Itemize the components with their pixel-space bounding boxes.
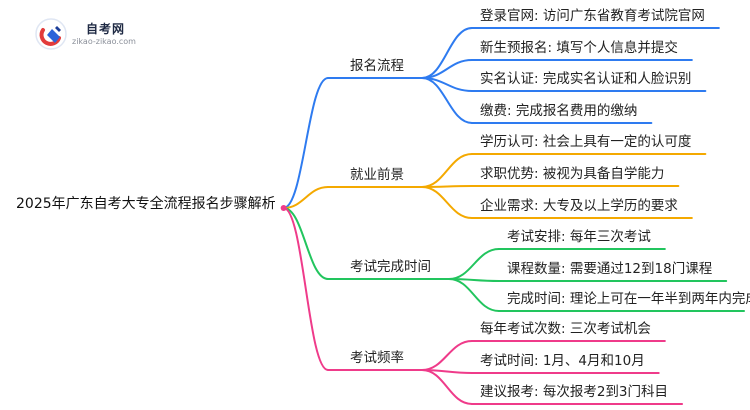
leaf-node: 实名认证: 完成实名认证和人脸识别: [480, 71, 692, 87]
logo-icon: [35, 18, 67, 50]
leaf-connector: [448, 278, 500, 312]
root-anchor-dot: [280, 205, 287, 211]
leaf-connector: [421, 186, 473, 219]
leaf-node: 建议报考: 每次报考2到3门科目: [480, 384, 669, 400]
leaf-connector: [448, 248, 500, 280]
branch-label-exam-frequency: 考试频率: [350, 350, 404, 366]
branch-label-signup-process: 报名流程: [350, 58, 404, 74]
leaf-node: 企业需求: 大专及以上学历的要求: [480, 198, 678, 214]
branch-connector: [282, 207, 329, 280]
leaf-node: 求职优势: 被视为具备自学能力: [480, 166, 665, 182]
leaf-node: 课程数量: 需要通过12到18门课程: [507, 261, 713, 277]
branch-connector: [282, 207, 329, 371]
branch-label-employment: 就业前景: [350, 167, 404, 183]
branch-connector: [282, 77, 329, 209]
leaf-connector: [421, 185, 473, 188]
leaf-connector: [421, 369, 473, 405]
leaf-node: 登录官网: 访问广东省教育考试院官网: [480, 8, 705, 24]
leaf-connector: [421, 27, 473, 79]
leaf-node: 缴费: 完成报名费用的缴纳: [480, 103, 638, 119]
logo-title: 自考网: [86, 22, 126, 36]
leaf-node: 每年考试次数: 三次考试机会: [480, 321, 651, 337]
leaf-node: 完成时间: 理论上可在一年半到两年内完成: [507, 291, 750, 307]
branch-connector: [282, 186, 329, 209]
logo-url: zikao-zikao.com: [72, 37, 136, 46]
root-topic: 2025年广东自考大专全流程报名步骤解析: [16, 196, 276, 212]
leaf-connector: [421, 77, 473, 124]
leaf-node: 考试安排: 每年三次考试: [507, 229, 651, 245]
site-logo[interactable]: 自考网 zikao-zikao.com: [34, 17, 144, 53]
branch-label-completion-time: 考试完成时间: [350, 259, 431, 275]
leaf-connector: [421, 340, 473, 371]
leaf-node: 学历认可: 社会上具有一定的认可度: [480, 134, 692, 150]
leaf-node: 考试时间: 1月、4月和10月: [480, 353, 645, 369]
leaf-connector: [421, 153, 473, 188]
leaf-node: 新生预报名: 填写个人信息并提交: [480, 40, 678, 56]
